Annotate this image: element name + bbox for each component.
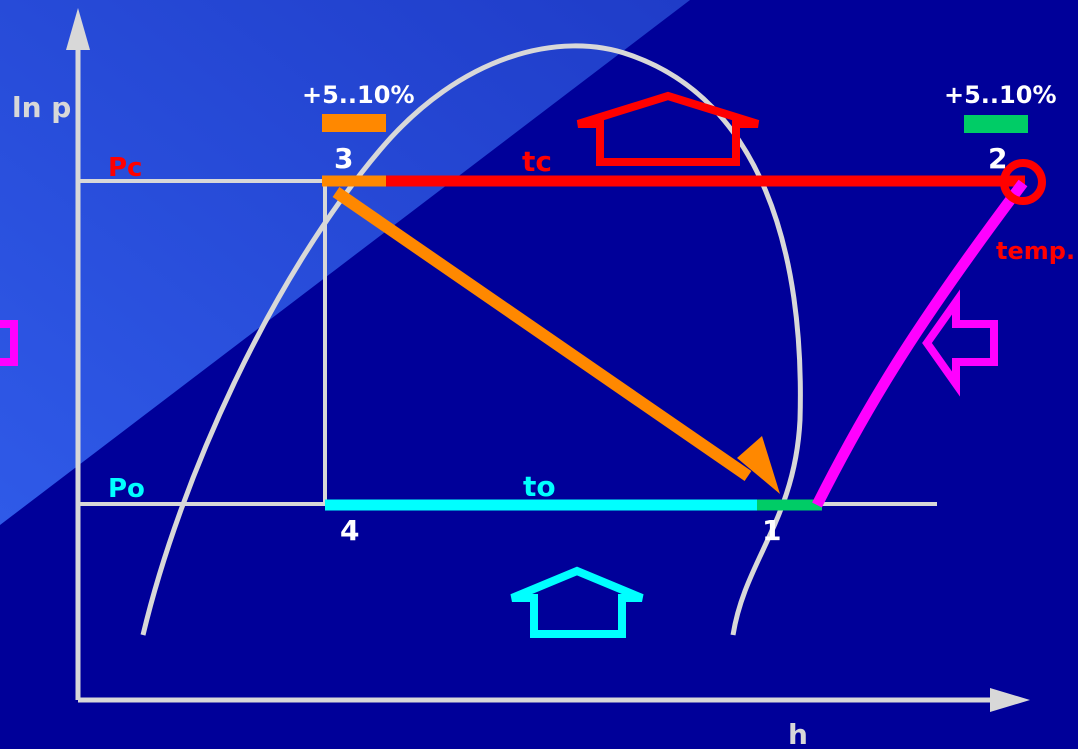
p0-label: Po <box>108 474 145 504</box>
temp-label: temp. <box>996 237 1075 265</box>
x-axis-arrowhead <box>990 688 1030 712</box>
evaporator-up-arrow-outline-icon <box>510 566 644 638</box>
y-axis-label: ln p <box>12 91 71 124</box>
circle-marker-icon <box>1000 159 1046 205</box>
y-axis-arrowhead <box>66 8 90 50</box>
pc-label: Pc <box>108 153 142 183</box>
corner-wedge <box>0 0 690 525</box>
point-1-label: 1 <box>762 514 781 547</box>
expansion-arrowhead <box>737 436 780 494</box>
margin-right-label: +5..10% <box>944 81 1057 109</box>
t0-label: to <box>523 470 556 503</box>
margin-right-bar <box>964 115 1028 133</box>
condenser-up-arrow-outline-icon <box>576 91 760 166</box>
expansion-arrow-line <box>332 187 752 481</box>
x-axis-label: h <box>788 718 808 749</box>
point-2-label: 2 <box>988 142 1007 175</box>
point-3-label: 3 <box>334 142 353 175</box>
margin-left-label: +5..10% <box>302 81 415 109</box>
compressor-left-arrow-outline-icon <box>922 289 998 397</box>
edge-left-arrow-outline-icon <box>0 320 18 366</box>
point-4-label: 4 <box>340 514 359 547</box>
tc-label: tc <box>522 145 552 178</box>
compression-line <box>812 179 1028 508</box>
margin-left-bar <box>322 114 386 132</box>
saturation-dome <box>140 43 803 636</box>
